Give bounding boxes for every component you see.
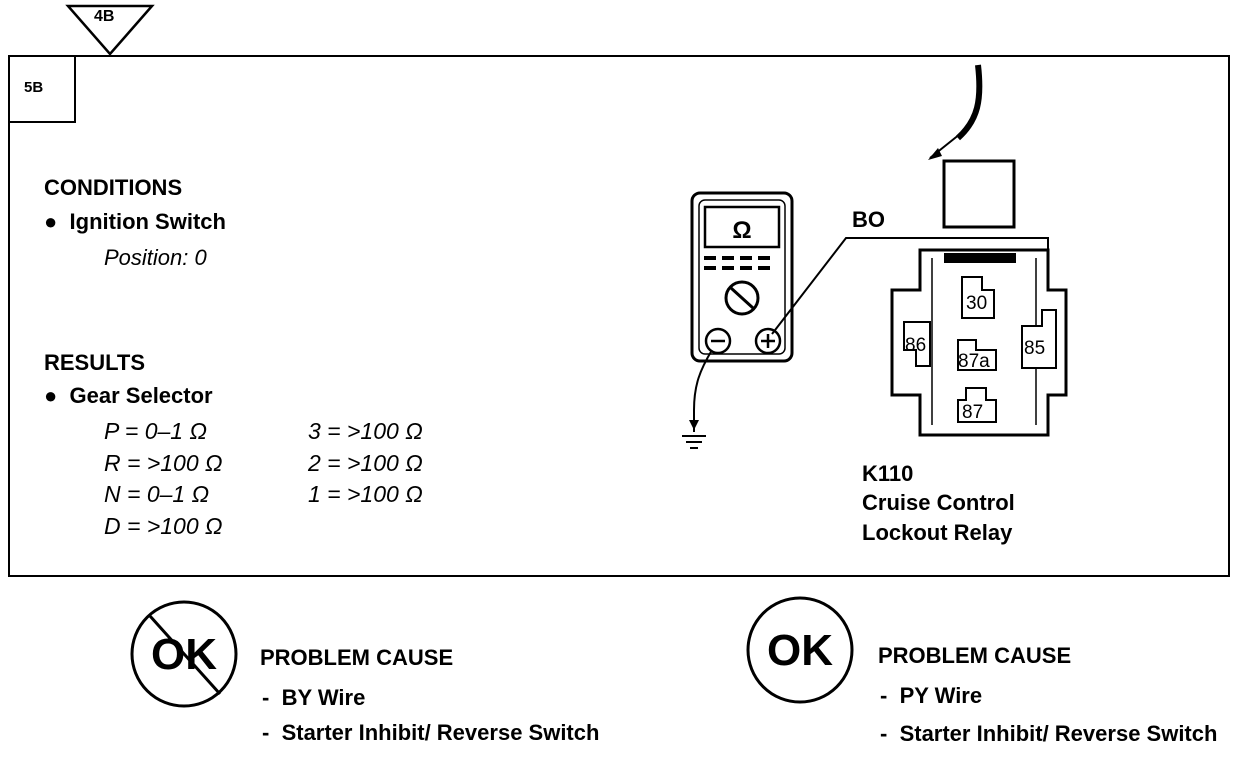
bullet-icon: ● (44, 383, 58, 408)
test-step-frame (8, 55, 1230, 577)
problem-cause-item: - Starter Inhibit/ Reverse Switch (880, 721, 1218, 746)
not-ok-icon: OK (130, 600, 238, 708)
result-value: 1 = >100 Ω (308, 481, 423, 507)
bullet-icon: ● (44, 209, 58, 234)
conditions-item: ● Ignition Switch (44, 209, 226, 235)
problem-cause-item: - Starter Inhibit/ Reverse Switch (262, 720, 600, 745)
relay-pin-label: 85 (1024, 338, 1045, 359)
result-value: R = >100 Ω (104, 450, 223, 476)
result-value: D = >100 Ω (104, 513, 223, 539)
result-value: N = 0–1 Ω (104, 481, 210, 507)
relay-pin-87 (957, 387, 997, 423)
step-number-box (8, 55, 76, 123)
reference-marker-label: 4B (94, 8, 115, 25)
relay-pin-30 (961, 276, 995, 319)
results-item-label: Gear Selector (69, 383, 213, 408)
connector-block (942, 159, 1016, 229)
relay-pin-87a (957, 339, 997, 371)
ok-badge-text: OK (767, 626, 833, 675)
relay-caption-id: K110 (862, 461, 914, 486)
problem-cause-heading: PROBLEM CAUSE (260, 645, 454, 670)
step-number: 5B (24, 79, 44, 96)
results-item: ● Gear Selector (44, 383, 213, 409)
relay-pin-label: 30 (966, 293, 987, 314)
result-value: P = 0–1 Ω (104, 418, 207, 444)
relay-clip (944, 253, 1016, 263)
problem-cause-item: - BY Wire (262, 685, 366, 710)
relay-pin-86 (903, 321, 931, 367)
ohm-symbol: Ω (732, 217, 751, 244)
reference-marker (65, 4, 155, 56)
ground-icon (682, 435, 706, 449)
result-value: 3 = >100 Ω (308, 418, 423, 444)
result-value: 2 = >100 Ω (308, 450, 423, 476)
meter-display (703, 205, 781, 249)
ok-icon: OK (746, 596, 854, 704)
wire-label-bo: BO (852, 207, 885, 232)
relay-pin-label: 86 (905, 335, 926, 356)
problem-cause-item: - PY Wire (880, 683, 983, 708)
ground-lead (693, 349, 713, 432)
conditions-item-label: Ignition Switch (69, 209, 226, 234)
relay-caption-line: Cruise Control (862, 490, 1015, 515)
relay-pin-label: 87 (962, 402, 983, 423)
meter-keypad (704, 256, 770, 270)
conditions-detail: Position: 0 (104, 245, 207, 270)
harness-cable (955, 64, 983, 141)
multimeter: Ω (690, 191, 794, 363)
results-heading: RESULTS (44, 350, 146, 375)
relay-pin-label: 87a (958, 351, 990, 372)
relay-caption-line: Lockout Relay (862, 520, 1013, 545)
relay-pin-85 (1021, 309, 1057, 369)
relay-k110: 30 86 87a 85 87 (890, 248, 1068, 437)
problem-cause-heading: PROBLEM CAUSE (878, 643, 1072, 668)
conditions-heading: CONDITIONS (44, 175, 183, 200)
